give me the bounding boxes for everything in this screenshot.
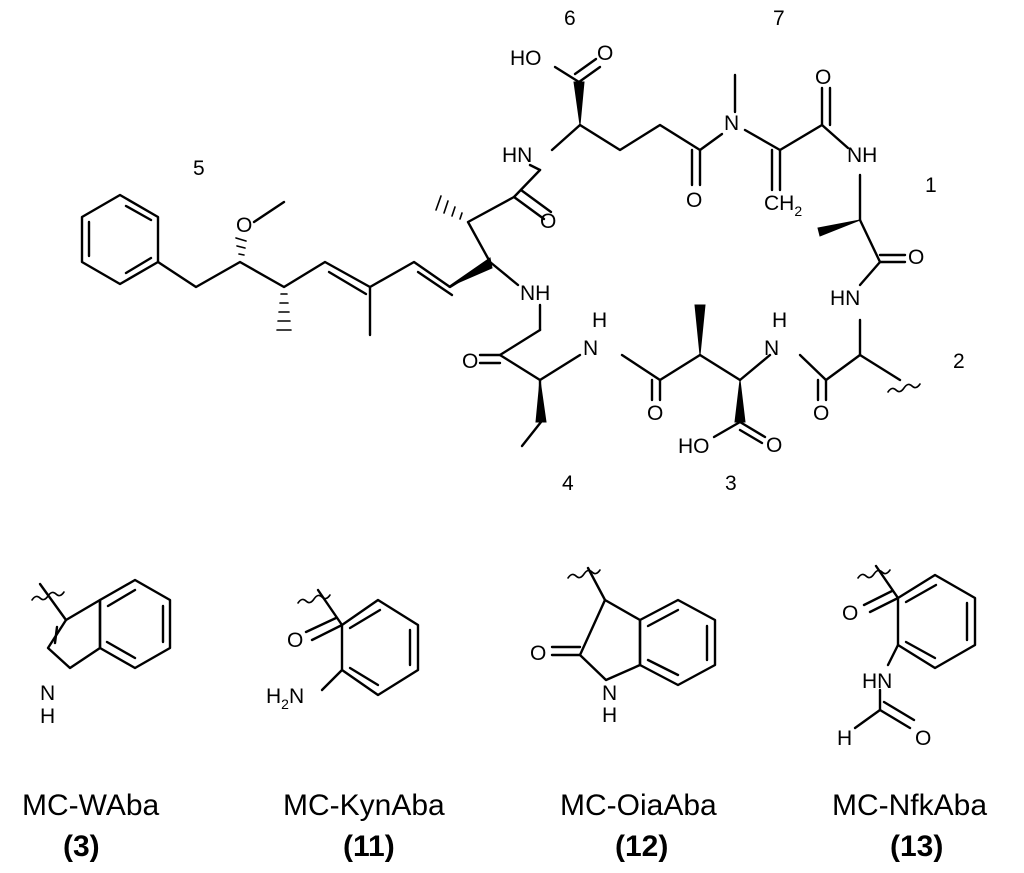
main-macrocycle: HO O HN N O O NH CH2 O NH O HN O O H N H… [80,7,965,495]
methoxy-o-label: O [236,214,252,237]
o3a-label: O [647,402,663,425]
n-methyl-label: N [724,112,739,135]
benzene-ring-adda [80,193,160,286]
oia-n-label: N [602,682,617,705]
residue-number-5: 5 [193,157,205,180]
nh3-n-label: N [583,337,598,360]
ch2-subscript: 2 [794,203,802,219]
compound-mc-kynaba: O H2N MC-KynAba (11) [266,588,445,863]
waba-nh-h-label: H [40,705,55,728]
kyn-nh2-label: H2N [266,685,304,712]
nh2-n-label: N [764,337,779,360]
nh-upper-left-label: NH [520,282,550,305]
compound-name-oiaaba: MC-OiaAba [560,789,717,822]
kyn-h-subscript: 2 [281,696,289,712]
nfk-hn-label: HN [862,670,892,693]
nfk-o1-label: O [842,602,858,625]
kyn-n-text: N [289,685,304,708]
compound-number-11: (11) [343,830,395,863]
nh1-label: NH [847,144,877,167]
compound-mc-nfkaba: O HN H O MC-NfkAba (13) [832,564,987,863]
waba-nh-n-label: N [40,682,55,705]
residue-number-2: 2 [953,350,965,373]
compound-mc-oiaaba: O N H MC-OiaAba (12) [530,566,717,863]
ch2-text: CH [764,192,794,215]
hashed-methyl-adda [276,293,292,331]
compound-number-3: (3) [63,830,100,863]
o-amide-4-label: O [462,350,478,373]
compound-number-12: (12) [615,830,668,863]
amide-o1-label: O [686,189,702,212]
ch2-label: CH2 [764,192,802,219]
kyn-o-label: O [287,629,303,652]
compound-name-kynaba: MC-KynAba [283,789,445,822]
o2-label: O [813,402,829,425]
oia-o-label: O [530,642,546,665]
nh2-h-label: H [772,309,787,332]
residue-number-3: 3 [725,472,737,495]
cooh6-o-label: O [597,42,613,65]
compound-name-waba: MC-WAba [22,789,160,822]
nh3-h-label: H [592,309,607,332]
kyn-h-text: H [266,685,281,708]
nfk-o2-label: O [915,727,931,750]
o1-label: O [540,210,556,233]
o-ring-top-label: O [908,246,924,269]
hashed-methyl-masp [435,195,463,220]
oia-h-label: H [602,704,617,727]
cooh3-ho-label: HO [678,435,710,458]
macrocycle-backbone [435,57,921,448]
cooh3-o-label: O [766,434,782,457]
residue-number-7: 7 [773,7,785,30]
compound-number-13: (13) [890,830,943,863]
residue-number-4: 4 [562,472,574,495]
compound-mc-waba: N H MC-WAba (3) [22,578,172,863]
hashed-methoxy [235,237,247,256]
hn2-label: HN [830,287,860,310]
residue-number-1: 1 [925,174,937,197]
amide-o2-label: O [815,66,831,89]
adda-chain [156,200,493,337]
residue-number-6: 6 [564,7,576,30]
compound-name-nfkaba: MC-NfkAba [832,789,987,822]
cooh6-ho-label: HO [510,47,542,70]
nh6-label: HN [502,144,532,167]
nfk-h-label: H [837,727,852,750]
